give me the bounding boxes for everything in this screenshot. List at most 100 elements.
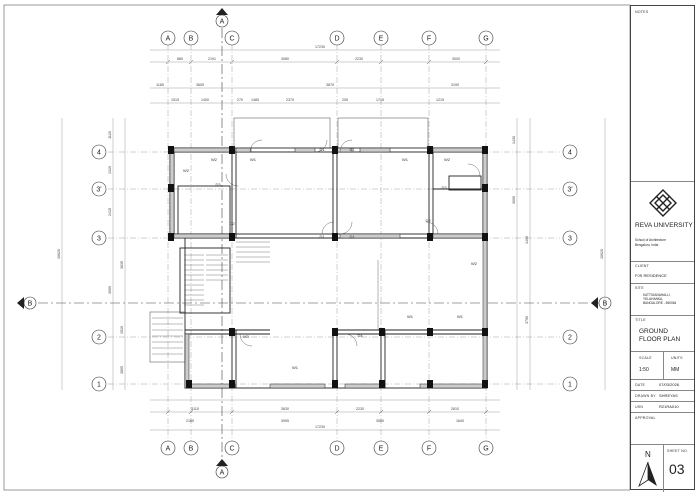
tag-W1: W1: [457, 314, 464, 319]
grid-bubble-C-top: [224, 30, 240, 46]
tag-W2: W2: [444, 157, 451, 162]
logo-name: REVA UNIVERSITY: [635, 222, 693, 229]
svg-text:1430: 1430: [512, 136, 516, 144]
grid-label: 3: [568, 236, 572, 243]
svg-text:A: A: [220, 19, 225, 26]
site-value-2: YELAHANKA,: [643, 297, 664, 301]
title-block: NOTES REVA UNIVERSITY School of Architec…: [630, 5, 695, 492]
grid-bubble-3p-left: [91, 181, 107, 197]
svg-text:1120: 1120: [108, 131, 112, 139]
svg-text:880: 880: [177, 57, 183, 61]
grid-label: 2: [97, 335, 101, 342]
grid-label: G: [483, 36, 488, 43]
client-value: PJS RESIDENCE: [635, 273, 667, 278]
title-section: TITLE GROUND FLOOR PLAN: [631, 315, 694, 351]
drawn-label: DRAWN BY: [635, 394, 656, 398]
vertical-dimension-text: 10620 1120 1310 2415 3000 3635 1510 3805…: [57, 131, 604, 374]
door-swings: [225, 139, 481, 347]
section-lines: [38, 28, 600, 470]
tag-D1: D1: [319, 234, 325, 239]
units-label: UNITS: [671, 356, 683, 360]
overall-width-dim: 17230: [315, 45, 325, 49]
date-value: 07/03/2026: [659, 382, 680, 387]
grid-bubble-1-right: [562, 376, 578, 392]
grid-bubble-E-bottom: [373, 440, 389, 456]
approval-label: APPROVAL: [635, 416, 656, 420]
dimension-text: 17230 880 2191 3080 2230 3000 1185 3605 …: [156, 45, 464, 429]
scale-value: 1:50: [639, 367, 649, 373]
grid-bubble-2-left: [91, 329, 107, 345]
grid-label: C: [229, 36, 234, 43]
dimension-lines: [61, 49, 606, 431]
columns: [168, 146, 488, 388]
balcony-rails: [149, 117, 429, 363]
date-row: DATE 07/03/2026: [631, 379, 694, 390]
svg-text:3000: 3000: [108, 286, 112, 294]
svg-text:205: 205: [342, 98, 348, 102]
logo-sub: School of Architecture: [635, 238, 667, 242]
grid-bubble-3-left: [91, 230, 107, 246]
grid-bubble-B-top: [183, 30, 199, 46]
north-sheet-section: N SHEET NO. 03: [631, 444, 694, 492]
grid-bubble-C-bottom: [224, 440, 240, 456]
svg-text:1485: 1485: [251, 98, 259, 102]
site-label: SITE: [635, 286, 644, 290]
grid-bubble-3p-right: [562, 181, 578, 197]
grid-label: G: [483, 446, 488, 453]
svg-text:3605: 3605: [196, 83, 204, 87]
university-logo-icon: [649, 189, 677, 217]
grid-bubble-B-bottom: [183, 440, 199, 456]
svg-text:2165: 2165: [186, 419, 194, 423]
svg-text:3500: 3500: [376, 419, 384, 423]
svg-text:3000: 3000: [452, 57, 460, 61]
tag-D2: D2: [425, 218, 431, 223]
grid-bubble-4-right: [562, 144, 578, 160]
svg-text:3875: 3875: [326, 83, 334, 87]
client-label: CLIENT: [635, 264, 649, 268]
site-section: SITE KATTIGANAHALLI, YELAHANKA, BANGALOR…: [631, 283, 694, 315]
notes-label: NOTES: [635, 10, 649, 14]
svg-text:B: B: [28, 301, 33, 308]
svg-text:1515: 1515: [171, 98, 179, 102]
tag-W2: W2: [183, 168, 190, 173]
svg-text:17230: 17230: [315, 425, 325, 429]
svg-text:1495: 1495: [525, 236, 529, 244]
grid-label: F: [427, 36, 431, 43]
grid-label: F: [427, 446, 431, 453]
grid-label: A: [166, 36, 171, 43]
title-line-2: FLOOR PLAN: [639, 336, 681, 343]
grid-label: 2: [568, 335, 572, 342]
title-line-1: GROUND: [639, 328, 668, 335]
grid-label: 4: [568, 150, 572, 157]
section-marker-A-top: A: [215, 8, 229, 28]
grid-label: D: [334, 36, 339, 43]
room-tags: W2 W1 D1 D1 W1 W2 D3 W2 D2 D1 D1 D3 D2 W…: [183, 147, 478, 370]
drawn-row: DRAWN BY SHREYAS: [631, 390, 694, 401]
grid-label: D: [334, 446, 339, 453]
grid-bubble-G-top: [478, 30, 494, 46]
grid-bubble-F-top: [421, 30, 437, 46]
svg-text:3000: 3000: [512, 196, 516, 204]
svg-text:10620: 10620: [57, 249, 61, 259]
scale-label: SCALE: [639, 356, 652, 360]
logo-city: Bengaluru, India: [635, 243, 659, 247]
tag-D1: D1: [349, 147, 355, 152]
svg-text:2230: 2230: [355, 57, 363, 61]
svg-text:270: 270: [237, 98, 243, 102]
floor-plan-drawing: A B C D E F G A B C D E F G 4 3' 3 2 1 4…: [3, 4, 630, 491]
dimension-ticks: [165, 59, 489, 415]
svg-text:A: A: [220, 470, 225, 477]
svg-text:3995: 3995: [281, 419, 289, 423]
tag-W2: W2: [471, 261, 478, 266]
grid-bubble-4-left: [91, 144, 107, 160]
svg-text:3080: 3080: [281, 57, 289, 61]
north-label: N: [645, 450, 651, 459]
tag-D1: D1: [319, 147, 325, 152]
grid-bubble-E-top: [373, 30, 389, 46]
sheet-border: [3, 4, 630, 491]
north-arrow-icon: [638, 461, 657, 487]
scale-units-section: SCALE 1:50 UNITS MM: [631, 351, 694, 380]
svg-text:10620: 10620: [600, 249, 604, 259]
grid-bubble-D-top: [329, 30, 345, 46]
